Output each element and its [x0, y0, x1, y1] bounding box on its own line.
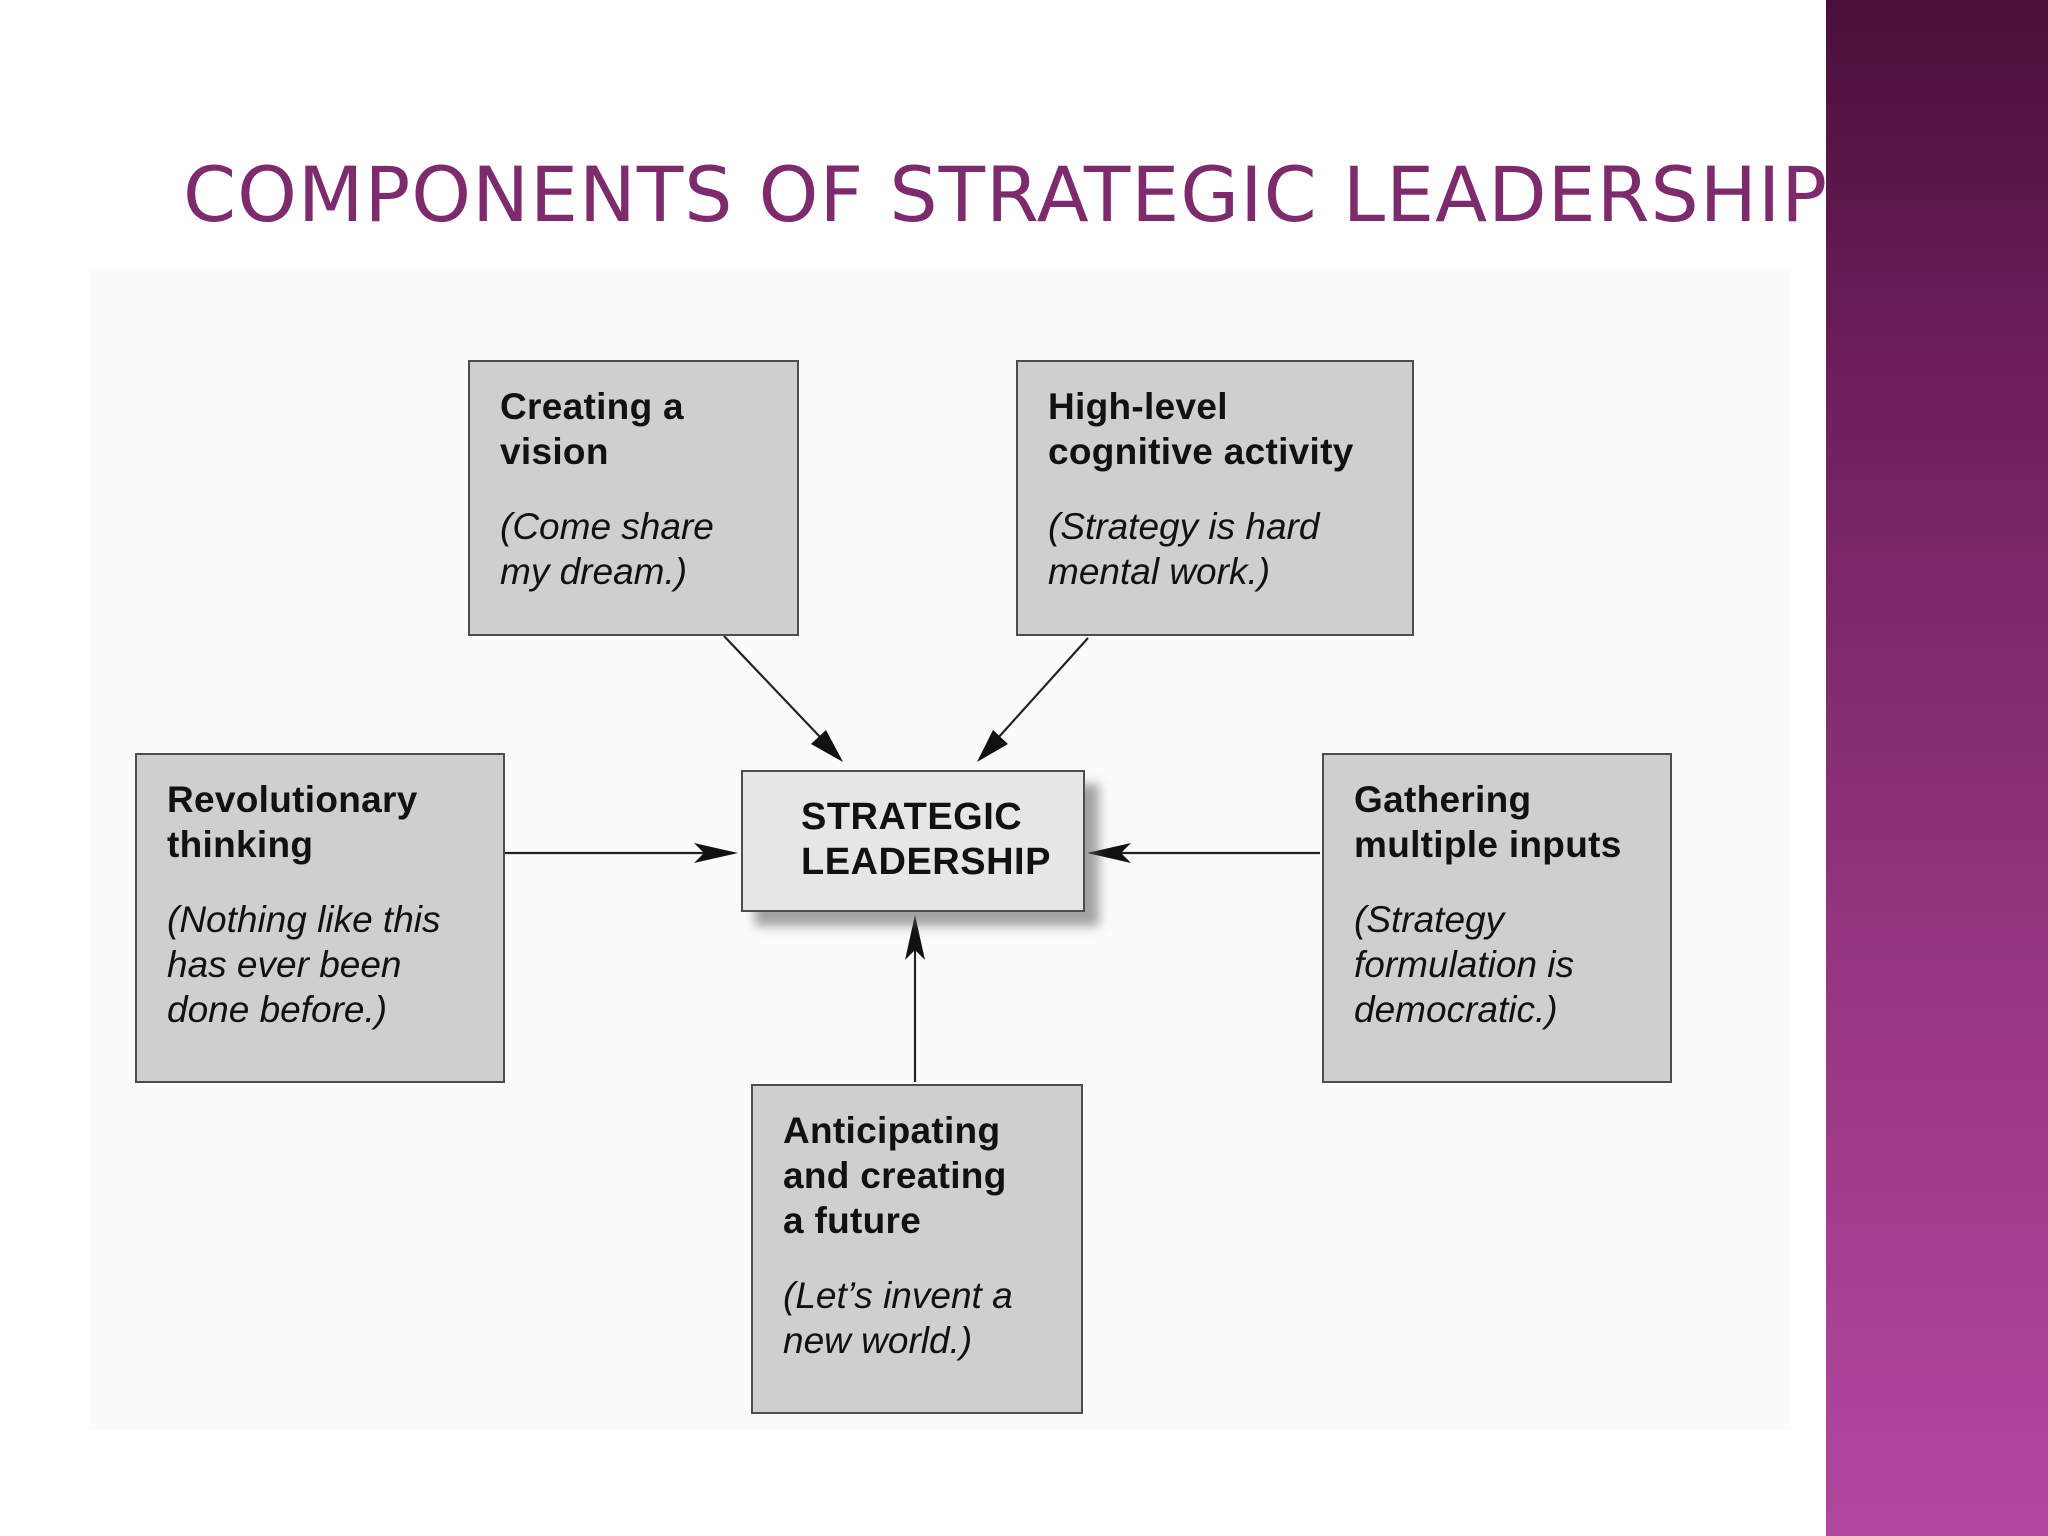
component-heading: High-level cognitive activity	[1048, 386, 1354, 472]
component-subtitle: (Strategy formulation is democratic.)	[1354, 899, 1575, 1030]
component-heading: Revolutionary thinking	[167, 779, 418, 865]
component-heading: Creating a vision	[500, 386, 684, 472]
component-heading: Gathering multiple inputs	[1354, 779, 1622, 865]
component-box-revolutionary: Revolutionary thinking (Nothing like thi…	[135, 753, 505, 1083]
component-subtitle: (Strategy is hard mental work.)	[1048, 506, 1320, 592]
slide-title: COMPONENTS OF STRATEGIC LEADERSHIP	[183, 150, 1829, 239]
arrowhead-cognitive	[977, 730, 1008, 762]
component-box-cognitive: High-level cognitive activity (Strategy …	[1016, 360, 1414, 636]
component-subtitle: (Nothing like this has ever been done be…	[167, 899, 441, 1030]
component-subtitle: (Come share my dream.)	[500, 506, 714, 592]
arrowhead-inputs	[1087, 843, 1131, 863]
decorative-side-band	[1826, 0, 2048, 1536]
center-box-strategic-leadership: STRATEGIC LEADERSHIP	[741, 770, 1085, 912]
component-box-inputs: Gathering multiple inputs (Strategy form…	[1322, 753, 1672, 1083]
component-heading: Anticipating and creating a future	[783, 1110, 1007, 1241]
component-box-vision: Creating a vision (Come share my dream.)	[468, 360, 799, 636]
arrowhead-revolutionary	[694, 843, 738, 863]
component-subtitle: (Let’s invent a new world.)	[783, 1275, 1013, 1361]
arrowhead-future	[905, 915, 925, 960]
component-box-future: Anticipating and creating a future (Let’…	[751, 1084, 1083, 1414]
arrowhead-vision	[811, 730, 843, 762]
